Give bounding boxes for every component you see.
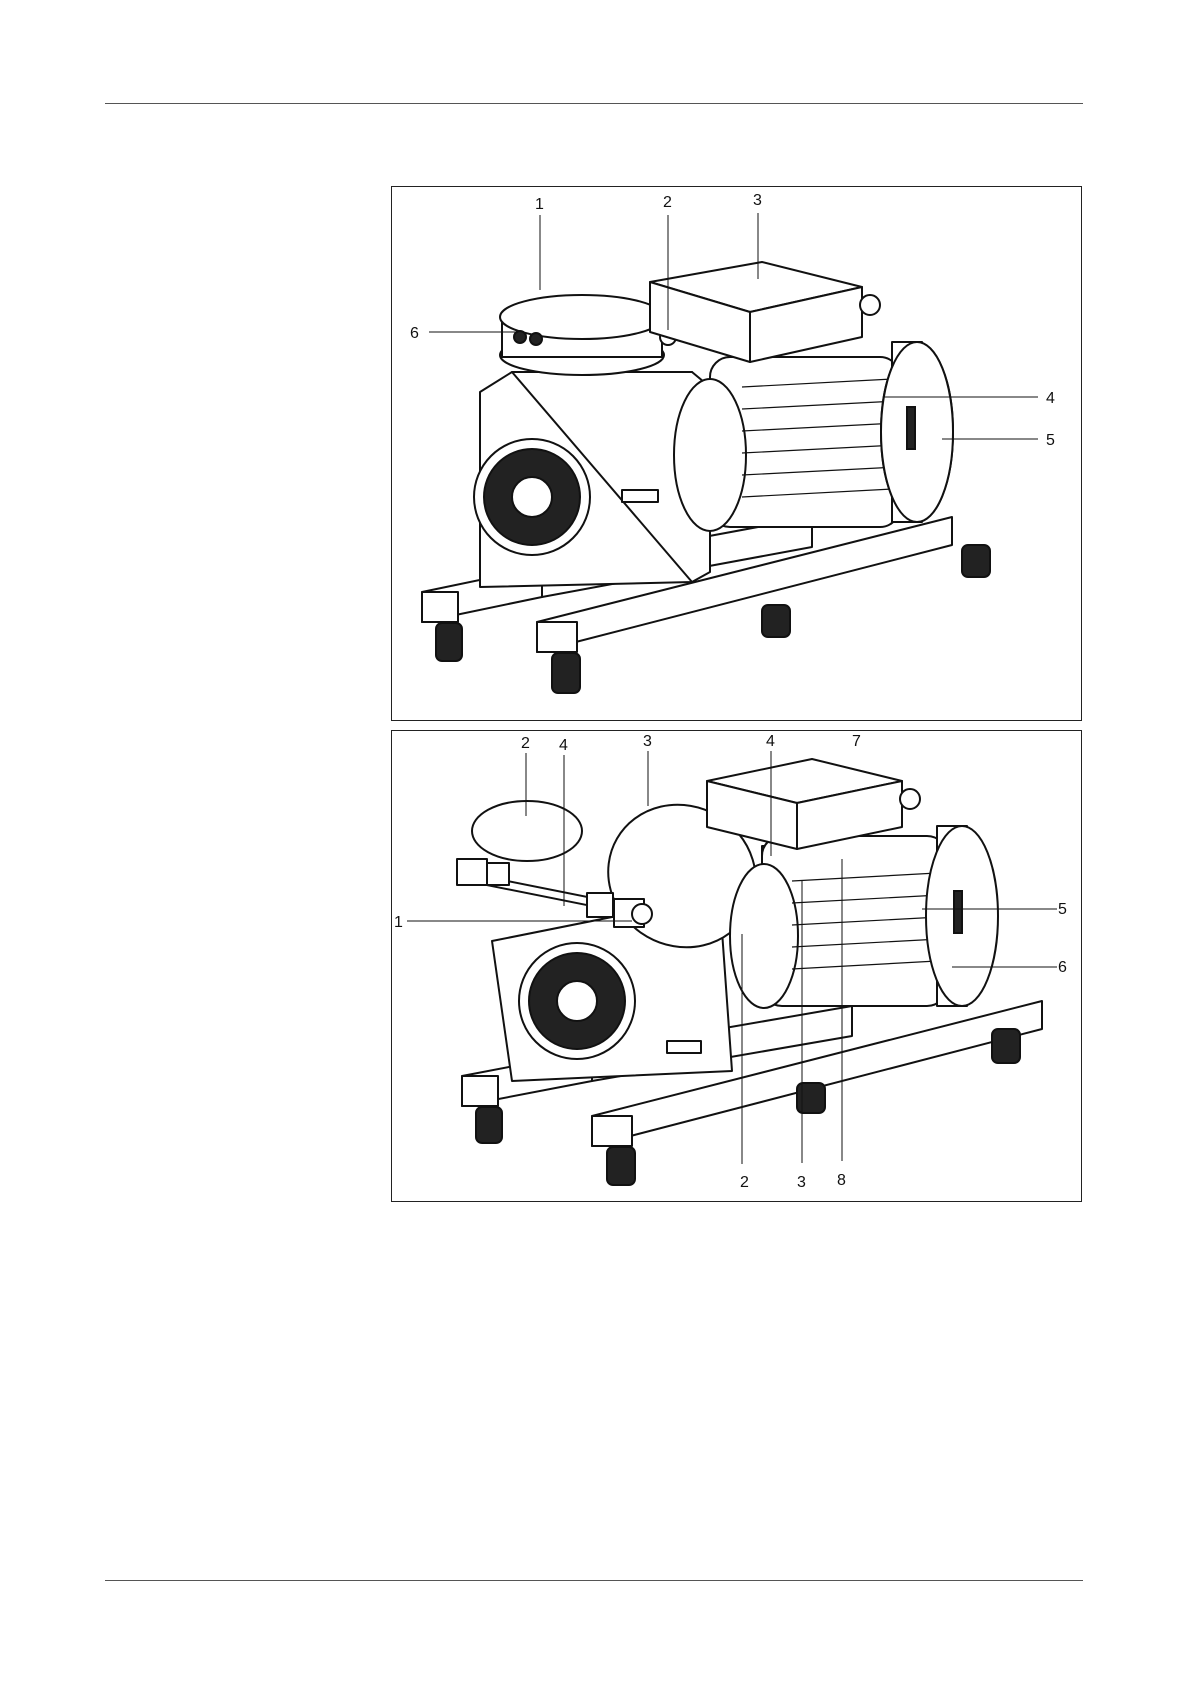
callout-4-top-left: 4 [559, 737, 568, 754]
figure-pump-head-view: 2 4 3 4 7 1 5 6 2 3 8 [391, 730, 1082, 1202]
callout-2: 2 [663, 194, 672, 211]
pump-head-drawing: 2 4 3 4 7 1 5 6 2 3 8 [392, 731, 1081, 1201]
callout-5: 5 [1058, 901, 1067, 918]
header-rule [105, 103, 1083, 104]
callout-8: 8 [837, 1172, 846, 1189]
callout-5: 5 [1046, 432, 1055, 449]
callout-4-top-right: 4 [766, 733, 775, 750]
callout-1: 1 [535, 196, 544, 213]
footer-rule [105, 1580, 1083, 1581]
callout-2-bottom: 2 [740, 1174, 749, 1191]
callout-3-bottom: 3 [797, 1174, 806, 1191]
pump-front-drawing: 1 2 3 6 4 5 [392, 187, 1081, 720]
callout-3: 3 [753, 192, 762, 209]
callout-4: 4 [1046, 390, 1055, 407]
callout-6: 6 [410, 325, 419, 342]
callout-3-top: 3 [643, 733, 652, 750]
callout-6: 6 [1058, 959, 1067, 976]
callout-7: 7 [852, 733, 861, 750]
callout-1: 1 [394, 914, 403, 931]
figure-pump-front-view: 1 2 3 6 4 5 [391, 186, 1082, 721]
callout-2-top: 2 [521, 735, 530, 752]
